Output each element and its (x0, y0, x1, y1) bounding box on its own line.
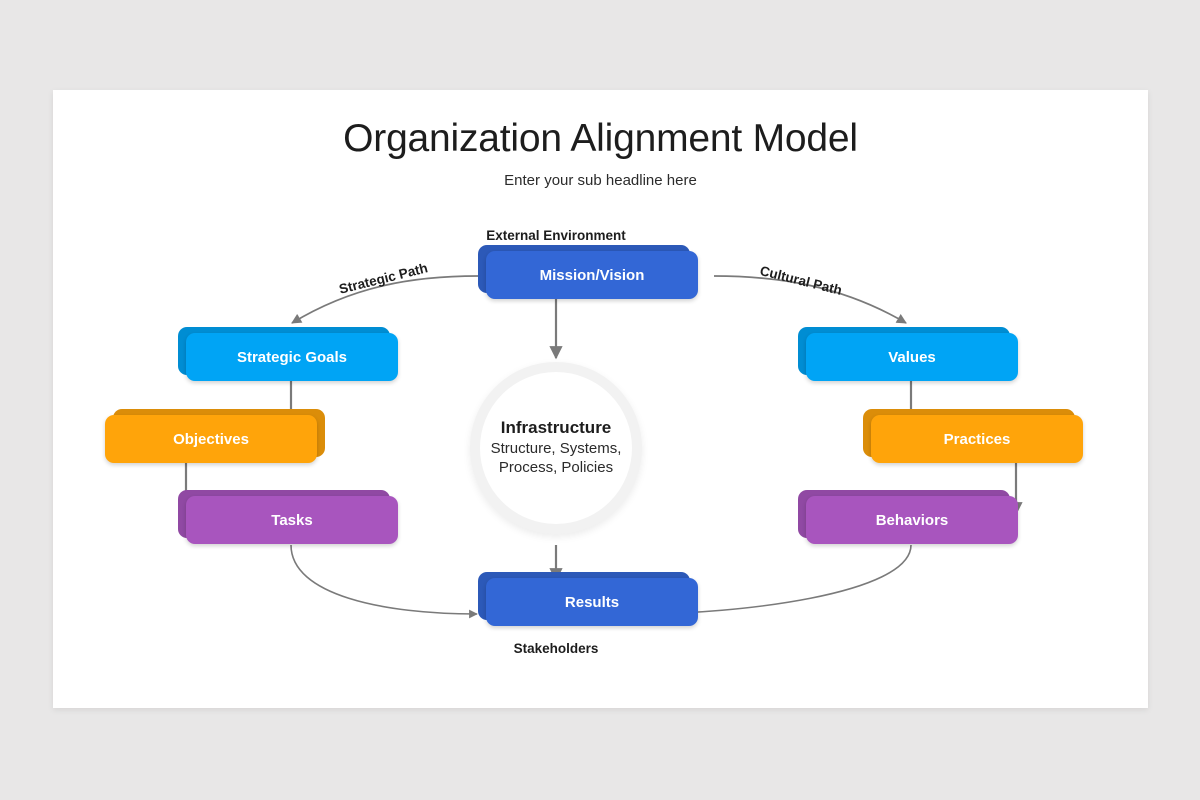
page-title: Organization Alignment Model (343, 117, 858, 160)
node-practices-label: Practices (871, 415, 1083, 463)
node-results[interactable]: Results (478, 572, 698, 626)
label-external-environment: External Environment (486, 228, 626, 243)
label-cultural-path: Cultural Path (758, 263, 844, 298)
node-mission-vision[interactable]: Mission/Vision (478, 245, 698, 299)
node-values-label: Values (806, 333, 1018, 381)
node-tasks[interactable]: Tasks (178, 490, 398, 544)
page-subtitle: Enter your sub headline here (504, 172, 697, 189)
label-strategic-path: Strategic Path (337, 260, 430, 297)
node-objectives[interactable]: Objectives (105, 409, 325, 463)
node-values[interactable]: Values (798, 327, 1018, 381)
node-strategic-goals-label: Strategic Goals (186, 333, 398, 381)
node-behaviors[interactable]: Behaviors (798, 490, 1018, 544)
node-objectives-label: Objectives (105, 415, 317, 463)
node-strategic-goals[interactable]: Strategic Goals (178, 327, 398, 381)
infrastructure-line-2: Process, Policies (498, 459, 614, 476)
node-practices[interactable]: Practices (863, 409, 1083, 463)
node-behaviors-label: Behaviors (806, 496, 1018, 544)
infrastructure-circle[interactable]: Infrastructure Structure, Systems, Proce… (470, 362, 642, 534)
infrastructure-line-1: Structure, Systems, (490, 440, 622, 458)
node-results-label: Results (486, 578, 698, 626)
slide-canvas: Organization Alignment Model Enter your … (53, 90, 1148, 708)
infrastructure-title: Infrastructure (500, 418, 612, 438)
node-tasks-label: Tasks (186, 496, 398, 544)
node-mission-vision-label: Mission/Vision (486, 251, 698, 299)
label-stakeholders: Stakeholders (513, 641, 599, 656)
connector-tasks-to-results (290, 544, 478, 619)
